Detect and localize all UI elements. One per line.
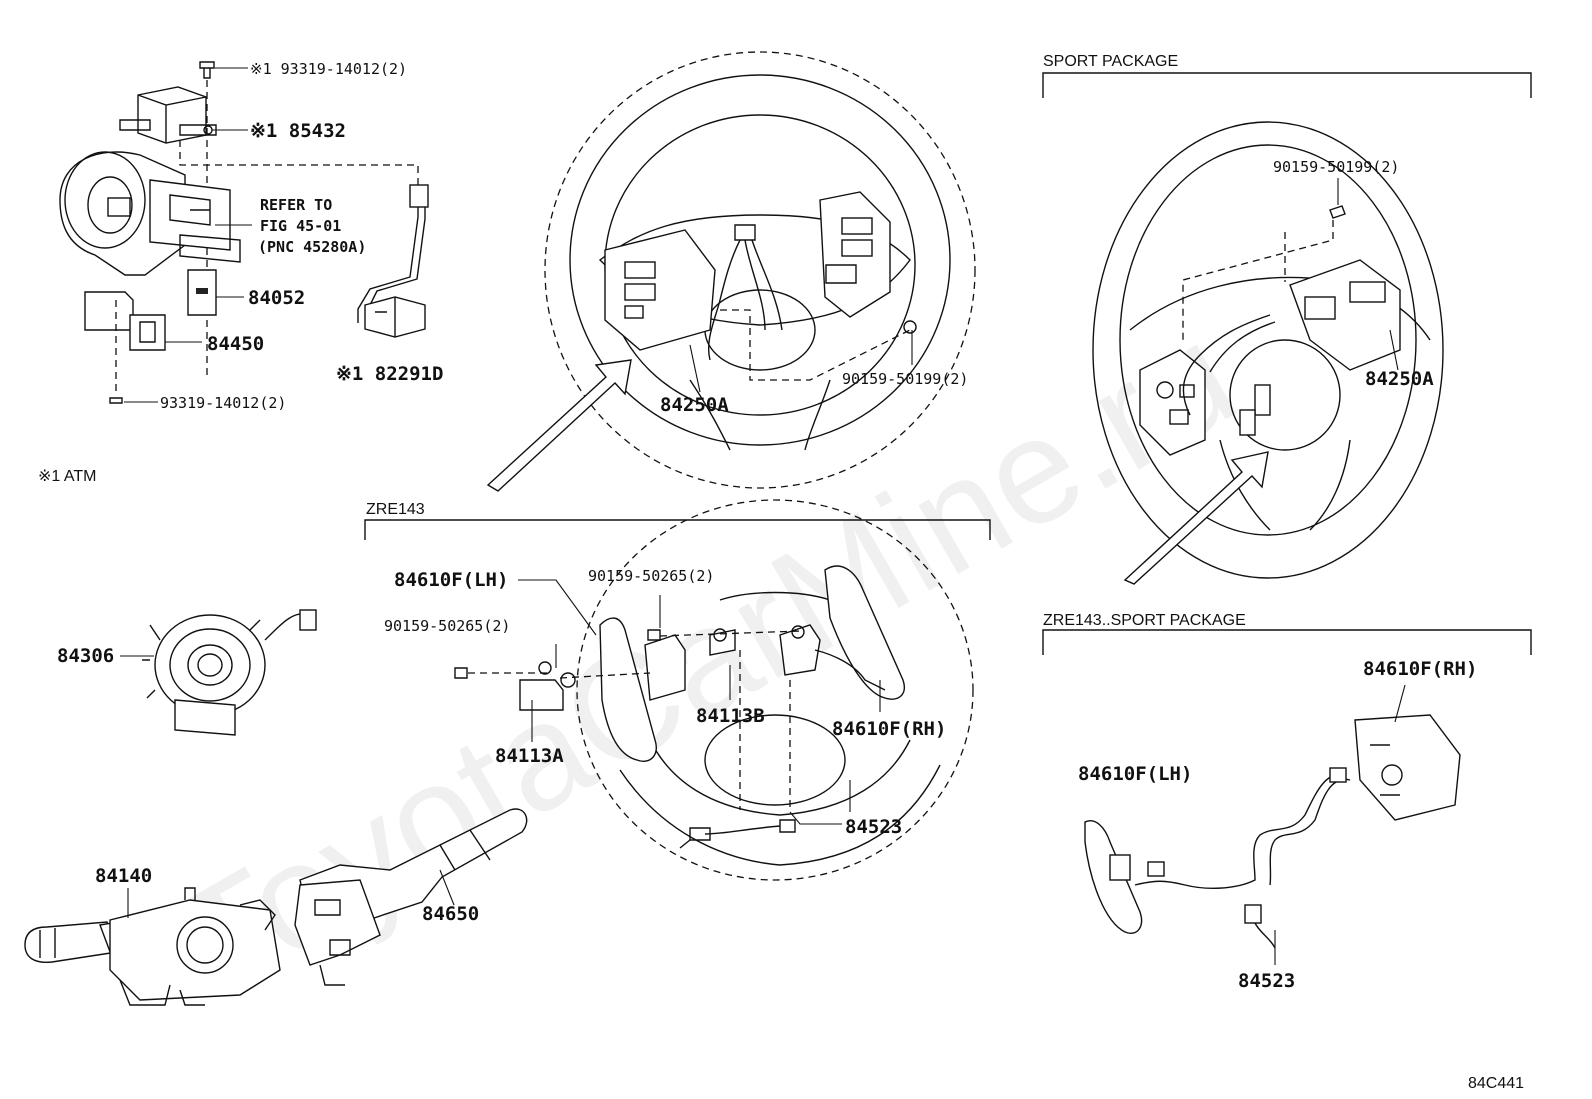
section-header-zre143-sport: ZRE143..SPORT PACKAGE	[1043, 612, 1246, 629]
refer-note-line-3: (PNC 45280A)	[258, 238, 366, 256]
zre143-leaders	[518, 579, 881, 825]
part-label-93319-14012-bottom: 93319-14012(2)	[160, 394, 286, 412]
part-label-84306: 84306	[57, 645, 114, 667]
part-label-84250a-sport: 84250A	[1365, 368, 1434, 390]
part-label-84610f-lh-sport: 84610F(LH)	[1078, 763, 1192, 785]
zre143-sport-section	[1042, 629, 1532, 949]
steering-wheel-main-drawing	[486, 51, 976, 492]
part-label-84450: 84450	[207, 333, 264, 355]
part-label-84250a-main: 84250A	[660, 394, 729, 416]
part-label-84523: 84523	[845, 816, 902, 838]
section-header-sport-package: SPORT PACKAGE	[1043, 53, 1178, 70]
part-label-84610f-rh: 84610F(RH)	[832, 718, 946, 740]
clock-spring-drawing	[142, 609, 317, 736]
part-label-84140: 84140	[95, 865, 152, 887]
part-label-90159-50199-main: 90159-50199(2)	[842, 370, 968, 388]
ignition-assembly-drawing	[59, 61, 429, 404]
figure-code: 84C441	[1468, 1075, 1524, 1092]
refer-note-line-2: FIG 45-01	[260, 217, 341, 235]
part-label-82291d: ※1 82291D	[336, 363, 443, 385]
part-label-84113a: 84113A	[495, 745, 564, 767]
part-label-90159-50265-upper: 90159-50265(2)	[588, 567, 714, 585]
refer-note-line-1: REFER TO	[260, 196, 332, 214]
section-header-zre143: ZRE143	[366, 501, 425, 518]
part-label-90159-50265-lower: 90159-50265(2)	[384, 617, 510, 635]
combination-switch-drawing	[24, 808, 528, 1006]
part-label-93319-14012-top: ※1 93319-14012(2)	[250, 60, 407, 78]
sport-package-section	[1042, 72, 1532, 585]
part-label-84610f-lh: 84610F(LH)	[394, 569, 508, 591]
part-label-84113b: 84113B	[696, 705, 765, 727]
footnote-atm: ※1 ATM	[38, 468, 96, 485]
part-label-90159-50199-sport: 90159-50199(2)	[1273, 158, 1399, 176]
part-label-84523-sport: 84523	[1238, 970, 1295, 992]
part-label-84650: 84650	[422, 903, 479, 925]
upper-left-leaders	[124, 67, 252, 403]
part-label-84052: 84052	[248, 287, 305, 309]
part-label-85432: ※1 85432	[250, 120, 346, 142]
zre143-section	[364, 499, 991, 881]
part-label-84610f-rh-sport: 84610F(RH)	[1363, 658, 1477, 680]
